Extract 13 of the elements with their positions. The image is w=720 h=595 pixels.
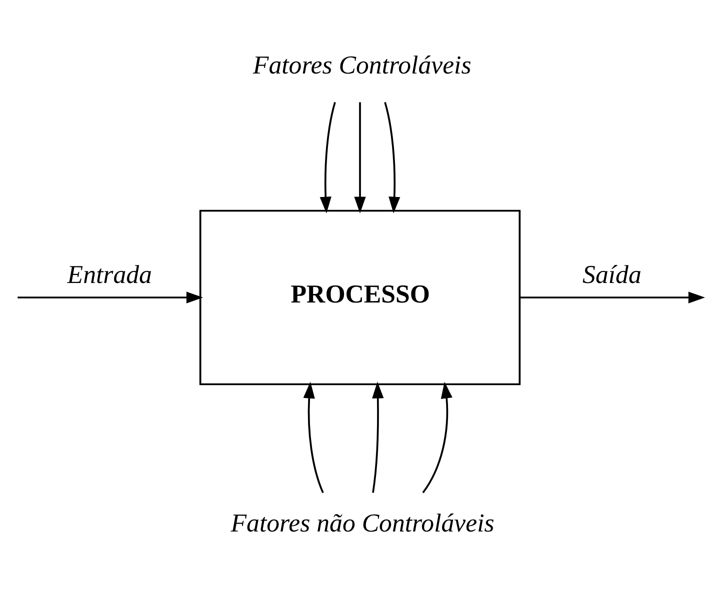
edge-label: Entrada [67, 260, 152, 290]
arrow [320, 102, 336, 214]
edge-label: Saída [582, 260, 642, 290]
arrow [354, 102, 366, 214]
arrow [303, 382, 324, 494]
node-box: PROCESSO [199, 210, 521, 386]
arrow [384, 102, 400, 214]
arrow [18, 292, 204, 304]
arrow [520, 292, 706, 304]
node-text: Fatores não Controláveis [230, 508, 494, 538]
node-text: Fatores Controláveis [252, 50, 472, 80]
arrow [422, 382, 452, 494]
arrow [372, 382, 384, 493]
